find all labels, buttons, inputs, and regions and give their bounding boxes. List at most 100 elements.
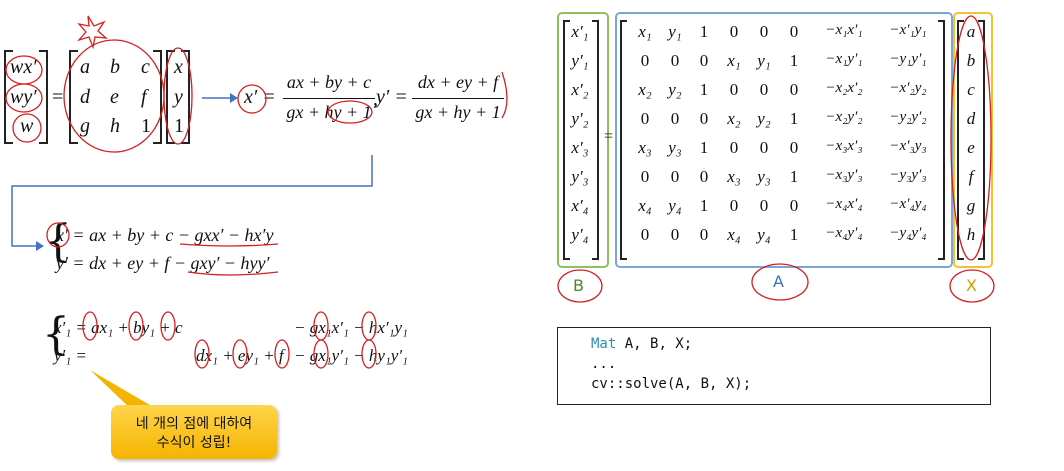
a-entry: −y₄y′₄ [889, 225, 927, 241]
expanded-line-2-mid: dx₁ + ey₁ + f [196, 346, 284, 365]
a-entry: 0 [789, 80, 799, 99]
a-entry: y₁ [757, 51, 771, 70]
code-text: A, B, X; [616, 336, 693, 352]
a-entry: 1 [699, 22, 709, 41]
b-entry: y′₄ [571, 225, 589, 244]
a-entry: 0 [670, 109, 680, 128]
a-entry: 0 [699, 225, 709, 244]
a-entry: 0 [759, 22, 769, 41]
x-prime-label: x′ = [244, 86, 276, 108]
a-entry: 0 [670, 51, 680, 70]
a-entry: 0 [670, 167, 680, 186]
lhs-entry: wy′ [10, 86, 37, 108]
x-entry: c [967, 80, 975, 99]
matrix-entry: a [80, 56, 90, 78]
expanded-line-1-left: x′₁ = ax₁ + by₁ + c [54, 318, 183, 337]
left-brace: { [42, 309, 70, 360]
matrix-right-bracket [153, 50, 162, 144]
a-entry: 1 [699, 80, 709, 99]
a-left-bracket [620, 20, 627, 260]
a-entry: x₃ [727, 167, 741, 186]
a-entry: 0 [699, 109, 709, 128]
a-entry: −x₂y′₂ [825, 109, 863, 125]
a-entry: 0 [640, 109, 650, 128]
x-entry: b [966, 51, 976, 70]
a-entry: 1 [789, 167, 799, 186]
a-right-bracket [938, 20, 945, 260]
a-entry: −x₃x′₃ [825, 138, 863, 154]
a-entry: −y₃y′₃ [889, 167, 927, 183]
x-denominator: gx + hy + 1 [286, 102, 372, 122]
vec-right-bracket [181, 50, 190, 144]
hand-annotations [5, 15, 508, 369]
a-entry: 1 [699, 138, 709, 157]
a-entry: x₄ [727, 225, 741, 244]
b-entry: y′₁ [571, 51, 589, 70]
y-fraction-bar [412, 98, 504, 99]
callout-pointer [90, 370, 155, 408]
b-entry: x′₄ [571, 196, 589, 215]
a-entry: 0 [729, 80, 739, 99]
a-entry: 0 [759, 80, 769, 99]
matrix-entry: g [80, 115, 90, 137]
a-entry: 0 [670, 225, 680, 244]
a-entry: −x′₃y₃ [889, 138, 927, 154]
a-entry: −x₄x′₄ [825, 196, 863, 212]
a-entry: −x₂x′₂ [825, 80, 863, 96]
a-entry: x₄ [638, 196, 652, 215]
a-entry: −x₁x′₁ [825, 22, 863, 38]
a-entry: 0 [699, 167, 709, 186]
code-keyword: Mat [591, 336, 617, 352]
a-entry: y₃ [668, 138, 682, 157]
b-box [557, 12, 609, 268]
a-entry: 0 [640, 51, 650, 70]
y-prime-label: y′ = [376, 86, 408, 108]
a-entry: y₄ [757, 225, 771, 244]
a-entry: 1 [789, 225, 799, 244]
code-line-1: Mat A, B, X; [591, 336, 692, 352]
callout-line-1: 네 개의 점에 대하여 [135, 416, 253, 432]
label-b: B [573, 276, 584, 295]
a-entry: −x₁y′₁ [825, 51, 863, 67]
a-entry: y₃ [757, 167, 771, 186]
system-hand-annotations [557, 15, 995, 303]
a-entry: 0 [789, 138, 799, 157]
a-entry: y₄ [668, 196, 682, 215]
a-entry: 0 [640, 225, 650, 244]
x-entry: a [966, 22, 976, 41]
a-entry: −x₃y′₃ [825, 167, 863, 183]
lhs-entry: wx′ [10, 56, 37, 78]
equals-sign: = [52, 86, 64, 108]
a-entry: 1 [789, 109, 799, 128]
x-right-bracket [978, 20, 985, 260]
b-entry: y′₂ [571, 109, 589, 128]
a-entry: x₂ [727, 109, 741, 128]
b-entry: x′₁ [571, 22, 589, 41]
matrix-entry: d [80, 86, 90, 108]
a-entry: −x′₁y₁ [889, 22, 927, 38]
a-entry: −x′₂y₂ [889, 80, 927, 96]
label-x: X [966, 276, 977, 295]
y-numerator: dx + ey + f [417, 72, 499, 92]
a-entry: x₁ [727, 51, 741, 70]
matrix-entry: b [110, 56, 120, 78]
vec-left-bracket [166, 50, 175, 144]
a-entry: 0 [699, 51, 709, 70]
a-entry: x₁ [638, 22, 652, 41]
a-entry: y₂ [668, 80, 682, 99]
matrix-entry: e [110, 86, 119, 108]
matrix-entry: 1 [141, 115, 151, 137]
x-box [953, 12, 993, 268]
matrix-entry: h [110, 115, 120, 137]
a-entry: 0 [789, 196, 799, 215]
a-entry: −x₄y′₄ [825, 225, 863, 241]
y-denominator: gx + hy + 1 [415, 102, 501, 122]
a-entry: 1 [789, 51, 799, 70]
a-entry: 0 [640, 167, 650, 186]
b-entry: x′₂ [571, 80, 589, 99]
x-entry: e [967, 138, 975, 157]
label-a: A [773, 272, 784, 291]
matrix-left-bracket [69, 50, 78, 144]
x-fraction-bar [283, 98, 375, 99]
a-entry: 0 [729, 138, 739, 157]
